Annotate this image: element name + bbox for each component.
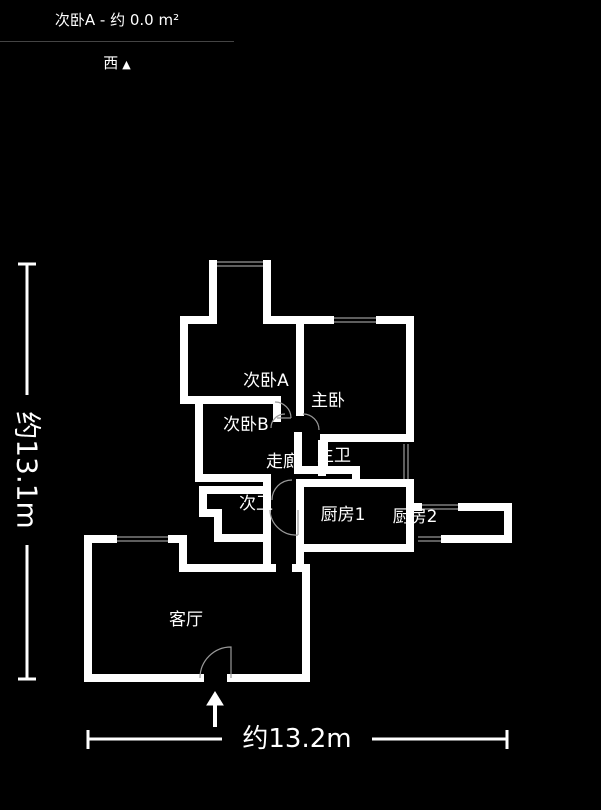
- room-label-second-bath[interactable]: 次卫: [239, 494, 273, 514]
- walls: [84, 260, 512, 682]
- room-label-master-bath[interactable]: 主卫: [317, 446, 351, 466]
- room-label-living-room[interactable]: 客厅: [169, 610, 203, 630]
- doors: [199, 401, 320, 679]
- room-label-bedroom-b[interactable]: 次卧B: [223, 415, 269, 435]
- orientation-label: 西: [103, 54, 119, 72]
- room-label-master-hall[interactable]: 走廊: [266, 452, 300, 472]
- vertical-dimension-line: [18, 262, 36, 681]
- room-title: 次卧A - 约 0.0 m²: [54, 11, 180, 29]
- orientation-indicator[interactable]: 西▲: [0, 52, 234, 73]
- room-label-kitchen-2[interactable]: 厨房2: [393, 507, 438, 527]
- orientation-arrow-icon: ▲: [122, 58, 131, 71]
- vertical-dimension-label: 约13.1m: [11, 411, 44, 529]
- horizontal-dimension-line: [86, 730, 509, 749]
- header-divider: [0, 41, 234, 42]
- horizontal-dimension-label: 约13.2m: [242, 724, 351, 754]
- room-label-kitchen-1[interactable]: 厨房1: [321, 505, 366, 525]
- room-label-bedroom-a[interactable]: 次卧A: [243, 371, 289, 391]
- entrance-arrow-icon: [206, 691, 224, 727]
- room-label-master-bedroom[interactable]: 主卧: [311, 391, 345, 411]
